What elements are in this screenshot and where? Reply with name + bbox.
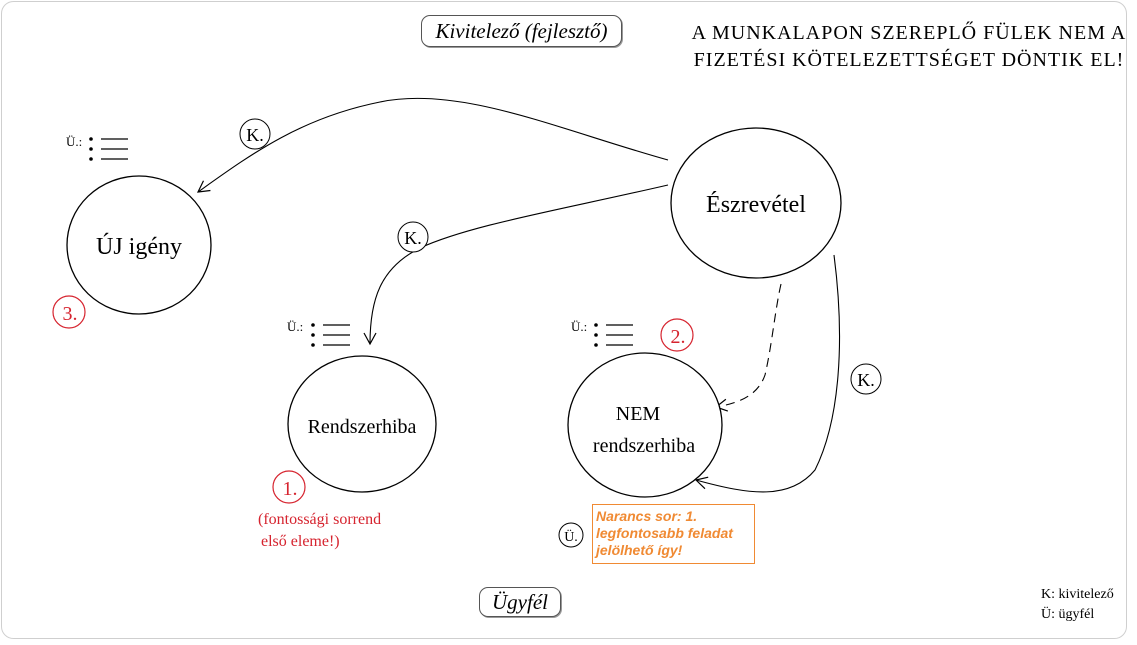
edge-label-k-top: K. [239, 118, 271, 150]
edge-observation-to-not-system-error [694, 254, 841, 493]
client-marker-not-system-error: Ü.: [571, 319, 633, 347]
svg-text:1.: 1. [283, 478, 298, 500]
priority-note: (fontossági sorrend első eleme!) [258, 509, 381, 553]
priority-badge-not-system-error: 2. [660, 318, 694, 352]
node-system-error: Rendszerhiba [287, 355, 437, 493]
orange-note-box: Narancs sor: 1. legfontosabb feladat jel… [592, 504, 755, 564]
edge-label-k-right: K. [850, 363, 882, 395]
developer-label: Kivitelező (fejlesztő) [435, 19, 608, 43]
svg-text:Ü.: Ü. [564, 528, 578, 545]
edge-observation-to-new-request [196, 97, 669, 193]
svg-text:NEM: NEM [616, 403, 661, 425]
client-tag: Ügyfél [479, 587, 561, 617]
node-new-request: ÚJ igény [66, 175, 212, 315]
svg-text:Ü.:: Ü.: [571, 319, 587, 334]
page-frame [1, 1, 1127, 639]
legend: K: kivitelező Ü: ügyfél [1041, 585, 1114, 625]
svg-text:Rendszerhiba: Rendszerhiba [308, 416, 417, 438]
developer-tag: Kivitelező (fejlesztő) [421, 15, 622, 47]
priority-note-line-2: első eleme!) [261, 533, 340, 550]
legend-k: K: kivitelező [1041, 587, 1114, 602]
svg-text:K.: K. [404, 228, 422, 248]
node-not-system-error: NEM rendszerhiba [567, 352, 723, 498]
svg-text:K.: K. [857, 370, 875, 390]
svg-text:Ü.:: Ü.: [66, 134, 82, 149]
legend-u: Ü: ügyfél [1041, 607, 1095, 622]
priority-badge-new-request: 3. [52, 295, 86, 329]
svg-text:ÚJ igény: ÚJ igény [96, 233, 182, 260]
orange-note-text: Narancs sor: 1. legfontosabb feladat jel… [596, 508, 733, 558]
edge-label-k-middle: K. [397, 221, 429, 253]
svg-text:2.: 2. [671, 326, 686, 348]
svg-text:Észrevétel: Észrevétel [706, 192, 806, 218]
client-marker-system-error: Ü.: [287, 319, 350, 347]
node-observation: Észrevétel [670, 127, 842, 279]
svg-text:Ü.:: Ü.: [287, 319, 303, 334]
warning-line-1: A MUNKALAPON SZEREPLŐ FÜLEK NEM A [691, 22, 1127, 44]
client-label: Ügyfél [492, 590, 548, 614]
svg-text:K.: K. [246, 125, 264, 145]
svg-text:rendszerhiba: rendszerhiba [593, 435, 695, 457]
priority-badge-system-error: 1. [272, 470, 306, 504]
warning-text: A MUNKALAPON SZEREPLŐ FÜLEK NEM A FIZETÉ… [683, 20, 1135, 74]
edge-observation-to-not-system-error-dashed [714, 283, 782, 412]
svg-text:3.: 3. [63, 303, 78, 325]
client-marker-new-request: Ü.: [66, 134, 128, 161]
priority-note-line-1: (fontossági sorrend [258, 511, 382, 528]
edge-observation-to-system-error [363, 184, 669, 346]
warning-line-2: FIZETÉSI KÖTELEZETTSÉGET DÖNTIK EL! [693, 49, 1125, 71]
client-circle-marker: Ü. [558, 522, 584, 548]
